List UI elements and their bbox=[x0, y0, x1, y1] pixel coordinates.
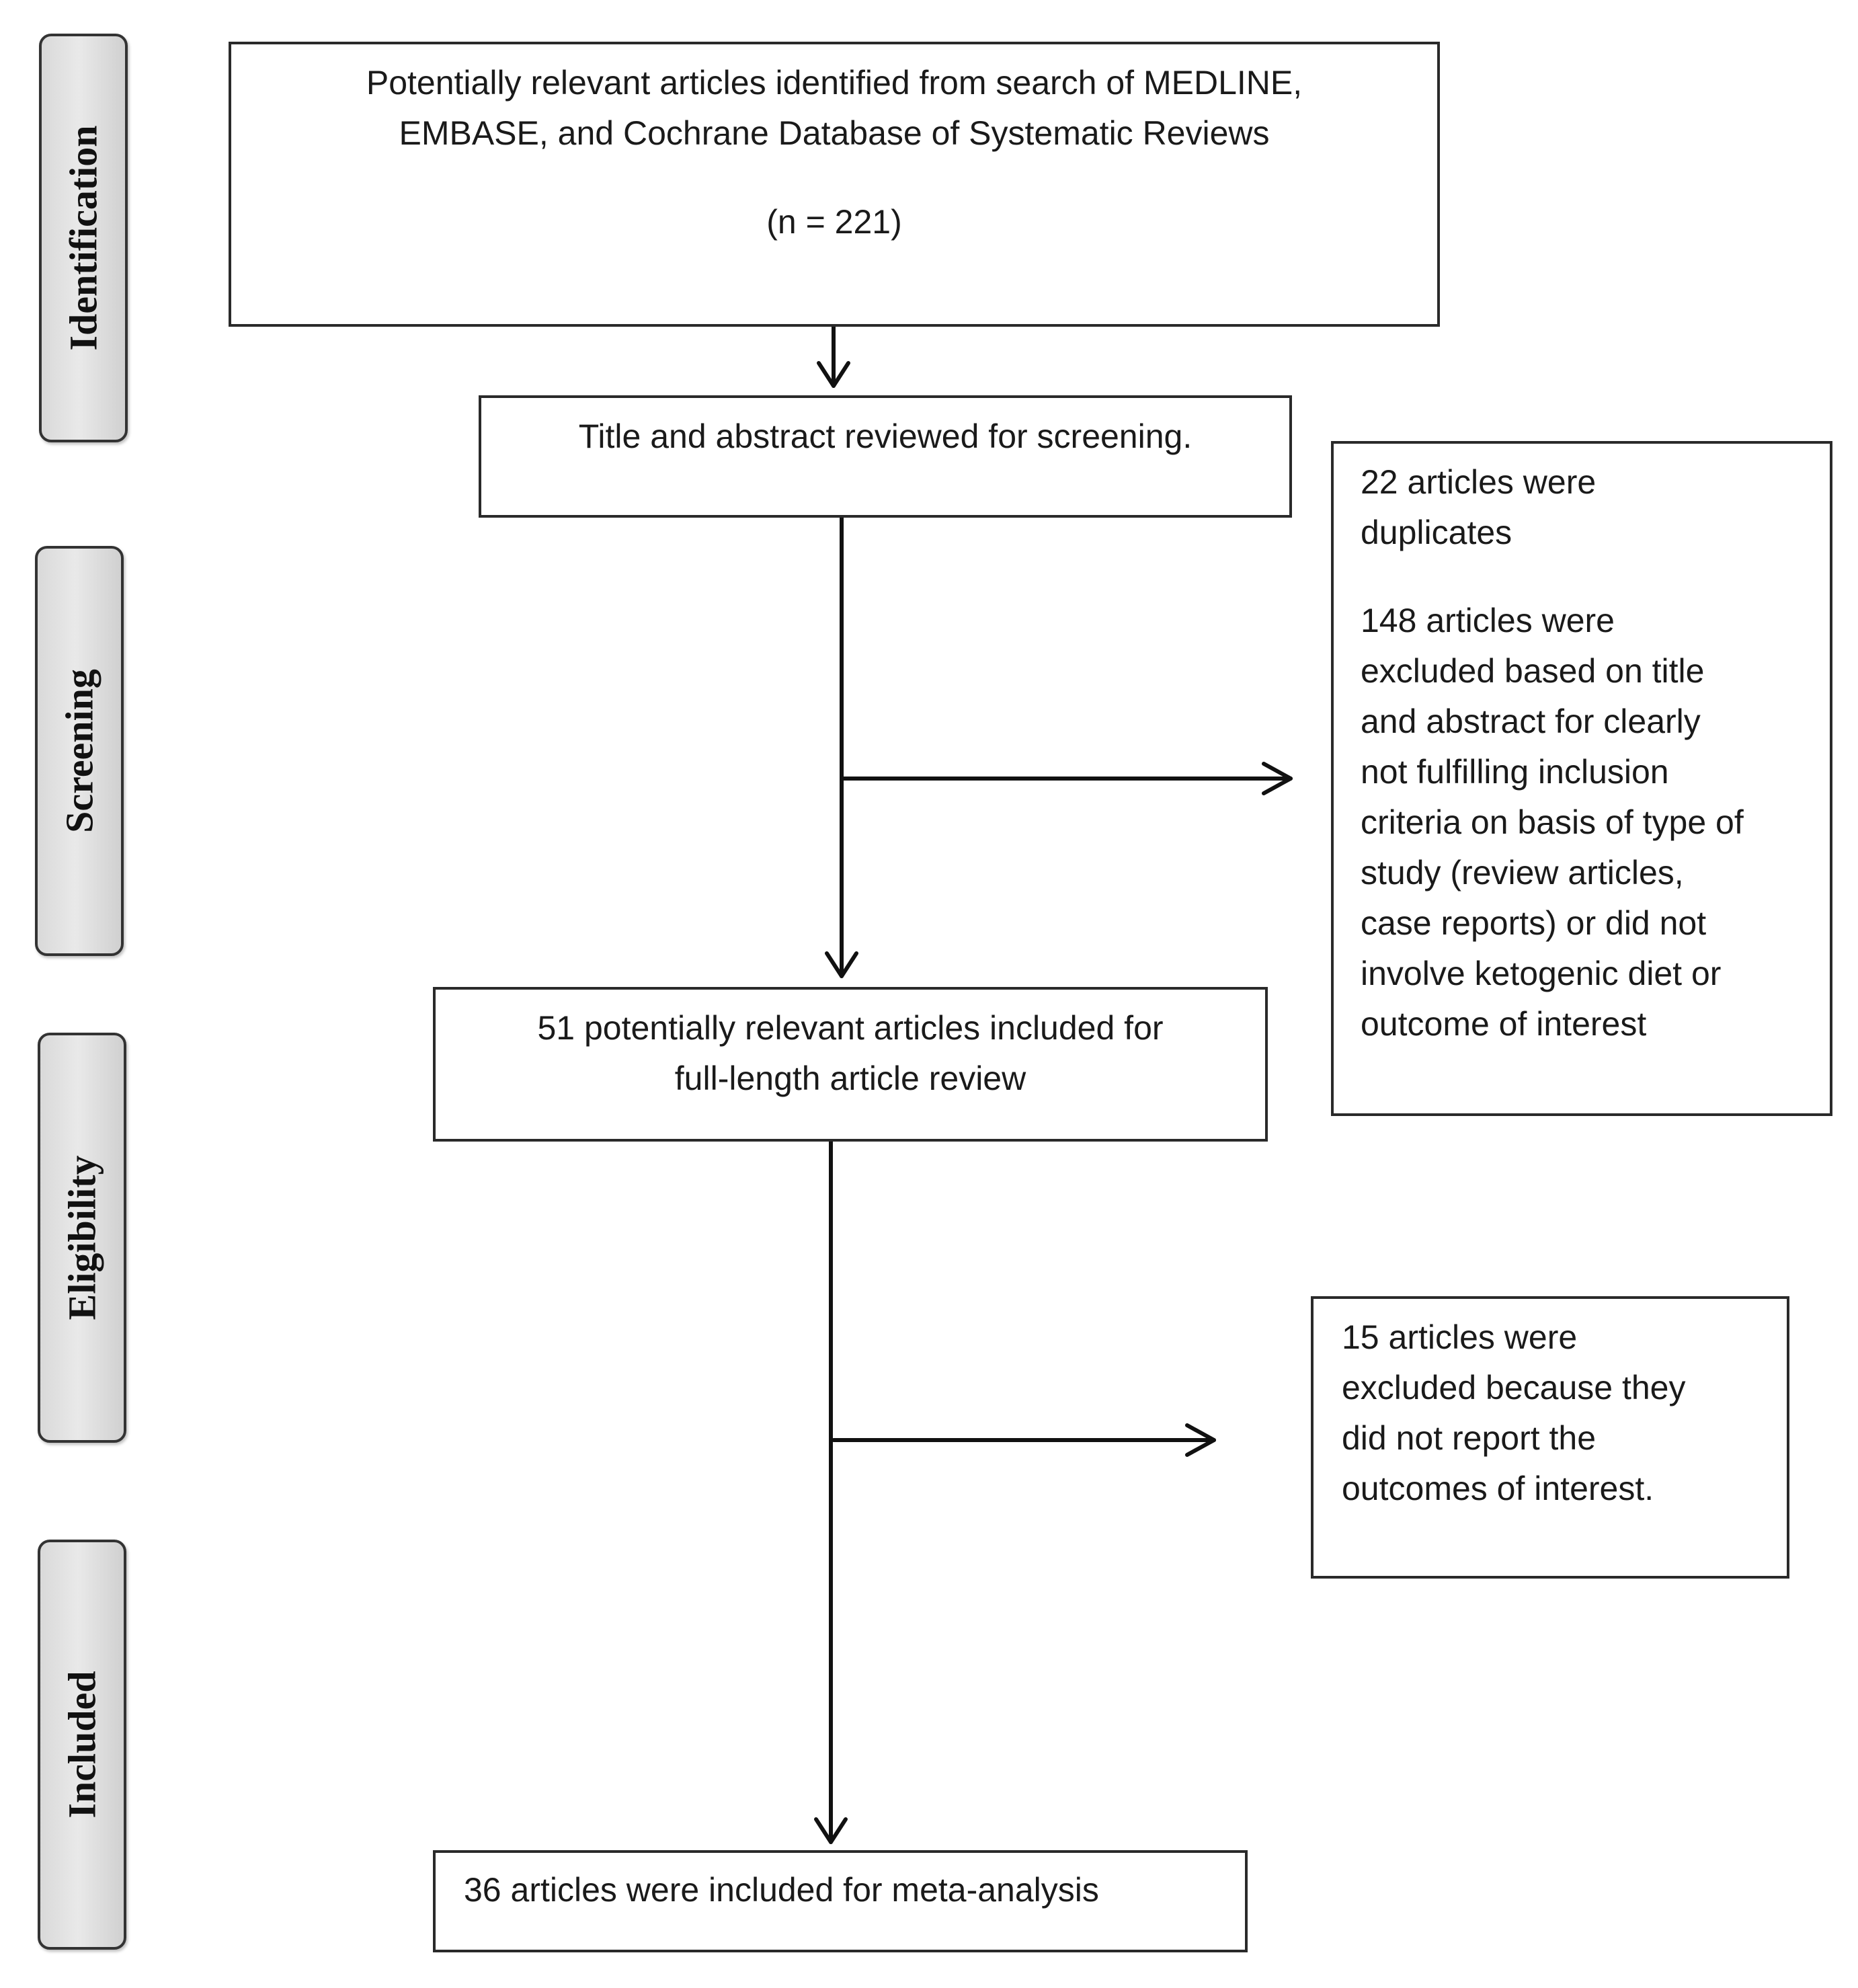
full-text-line-2: full-length article review bbox=[674, 1060, 1026, 1097]
arrowhead-fulltext-to-excluded bbox=[1185, 1423, 1216, 1457]
excluded-screening-para2-line-2: excluded based on title bbox=[1361, 652, 1705, 690]
excluded-screening-para2-line-1: 148 articles were bbox=[1361, 602, 1615, 639]
arrowhead-screening-to-excluded bbox=[1262, 762, 1293, 795]
arrowhead-fulltext-to-included bbox=[814, 1817, 848, 1844]
excluded-eligibility-line-2: excluded because they bbox=[1342, 1369, 1686, 1406]
excluded-screening-para2-line-3: and abstract for clearly bbox=[1361, 703, 1701, 740]
excluded-screening-para2-line-8: involve ketogenic diet or bbox=[1361, 955, 1722, 992]
identified-line-1: Potentially relevant articles identified… bbox=[366, 64, 1303, 102]
excluded-screening-para2-line-9: outcome of interest bbox=[1361, 1005, 1647, 1043]
excluded-eligibility-line-3: did not report the bbox=[1342, 1419, 1597, 1457]
full-text-line-1: 51 potentially relevant articles include… bbox=[537, 1009, 1164, 1047]
excluded-screening-para2-line-7: case reports) or did not bbox=[1361, 904, 1707, 942]
identified-records-box: Potentially relevant articles identified… bbox=[229, 42, 1440, 327]
excluded-screening-para2-line-6: study (review articles, bbox=[1361, 854, 1684, 891]
arrowhead-identified-to-screening bbox=[817, 361, 850, 388]
excluded-eligibility-box: 15 articles were excluded because they d… bbox=[1311, 1296, 1789, 1579]
excluded-eligibility-line-1: 15 articles were bbox=[1342, 1318, 1578, 1356]
included-studies-box: 36 articles were included for meta-analy… bbox=[433, 1850, 1248, 1952]
included-line-1: 36 articles were included for meta-analy… bbox=[464, 1871, 1099, 1909]
stage-label-eligibility: Eligibility bbox=[38, 1033, 126, 1443]
excluded-screening-para2-line-4: not fulfilling inclusion bbox=[1361, 753, 1669, 791]
identified-line-2: EMBASE, and Cochrane Database of Systema… bbox=[399, 114, 1270, 152]
stage-label-included: Included bbox=[38, 1540, 126, 1950]
arrowhead-screening-to-fulltext bbox=[825, 951, 858, 978]
screening-line-1: Title and abstract reviewed for screenin… bbox=[578, 418, 1193, 455]
excluded-screening-box: 22 articles were duplicates 148 articles… bbox=[1331, 441, 1832, 1116]
full-text-review-box: 51 potentially relevant articles include… bbox=[433, 987, 1268, 1142]
screening-box: Title and abstract reviewed for screenin… bbox=[479, 395, 1292, 518]
stage-label-screening: Screening bbox=[35, 546, 124, 956]
stage-label-identification: Identification bbox=[39, 34, 128, 442]
excluded-screening-para1-line-2: duplicates bbox=[1361, 514, 1512, 551]
excluded-screening-para1-line-1: 22 articles were bbox=[1361, 463, 1597, 501]
identified-count: (n = 221) bbox=[766, 203, 902, 241]
excluded-screening-para2-line-5: criteria on basis of type of bbox=[1361, 803, 1744, 841]
excluded-eligibility-line-4: outcomes of interest. bbox=[1342, 1470, 1654, 1507]
